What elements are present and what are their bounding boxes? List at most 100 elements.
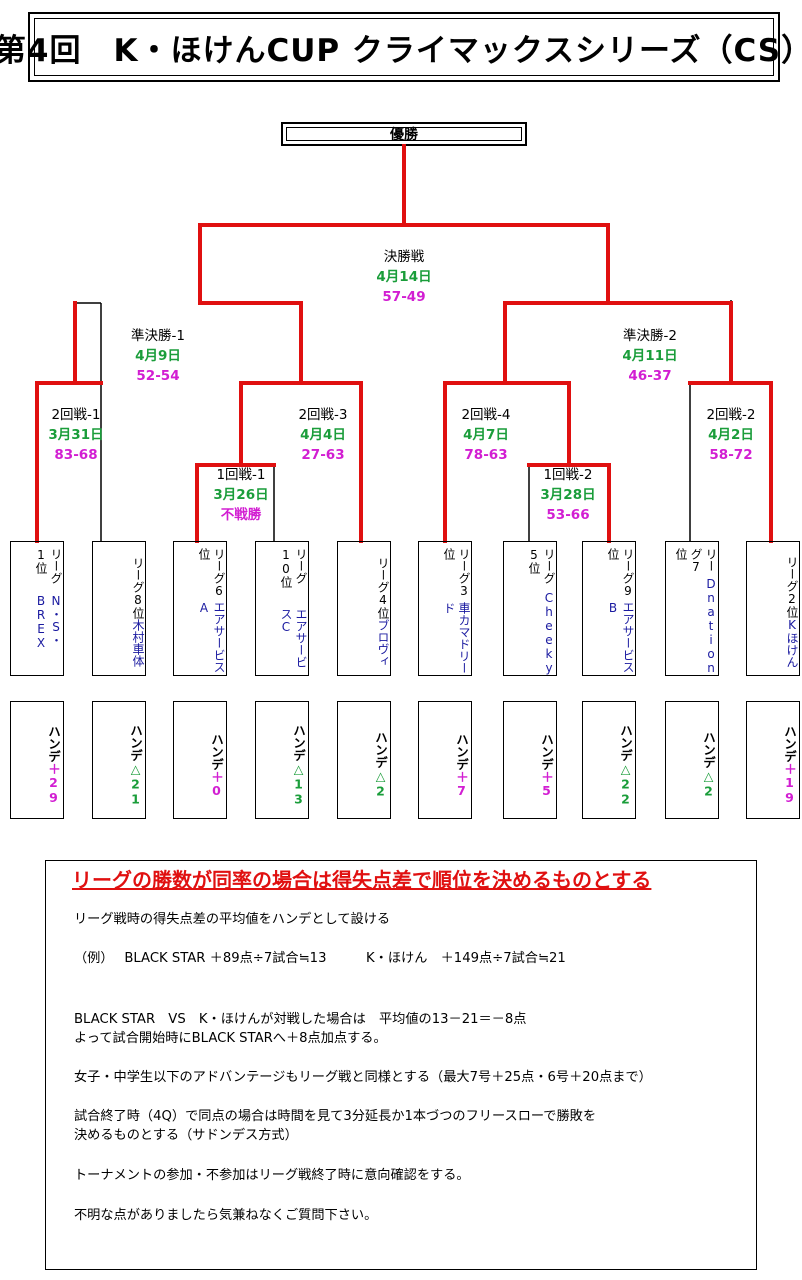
handicap-value: ハンデ＋19: [782, 725, 797, 805]
match-name: 1回戦-2: [543, 467, 593, 483]
match-date: 4月9日: [135, 348, 181, 364]
match-name: 準決勝-2: [623, 328, 677, 344]
match-score: 57-49: [382, 289, 426, 305]
match-round2-2: 2回戦-2 4月2日 58-72: [681, 405, 781, 465]
handicap-value: ハンデ＋0: [209, 732, 224, 798]
winner-line: [198, 144, 406, 543]
team-rank: リーグ4位: [376, 556, 390, 619]
match-score: 78-63: [464, 447, 508, 463]
match-name: 2回戦-4: [461, 407, 511, 423]
title-frame: 第4回 K・ほけんCUP クライマックスシリーズ（CS）: [0, 12, 802, 82]
team-rank: リーグ7位: [674, 548, 718, 574]
match-date: 4月4日: [300, 427, 346, 443]
team-rank: リーグ8位: [131, 556, 145, 619]
rules-heading: リーグの勝数が同率の場合は得失点差で順位を決めるものとする: [72, 868, 652, 892]
match-date: 4月14日: [376, 269, 432, 285]
team-box: リーグ8位 木村車体: [92, 541, 146, 676]
handicap-box: ハンデ△2: [665, 701, 719, 819]
handicap-value: ハンデ△2: [373, 731, 388, 799]
team-box: リーグ3位 車カマドリード: [418, 541, 472, 676]
match-round2-4: 2回戦-4 4月7日 78-63: [436, 405, 536, 465]
handicap-box: ハンデ＋5: [503, 701, 557, 819]
match-name: 2回戦-3: [298, 407, 348, 423]
rules-line: 女子・中学生以下のアドバンテージもリーグ戦と同様とする（最大7号＋25点・6号＋…: [74, 1070, 652, 1085]
handicap-value: ハンデ△2: [701, 731, 716, 799]
match-name: 1回戦-1: [216, 467, 266, 483]
winner-line: [402, 223, 610, 543]
team-name: 木村車体: [131, 618, 145, 667]
match-round1-2: 1回戦-2 3月28日 53-66: [518, 465, 618, 525]
handicap-box: ハンデ△2: [337, 701, 391, 819]
match-score: 52-54: [136, 368, 180, 384]
handicap-value: ハンデ＋5: [539, 732, 554, 798]
match-date: 3月26日: [213, 487, 269, 503]
match-semi-2: 準決勝-2 4月11日 46-37: [600, 326, 700, 386]
team-name: ブロヴィ: [376, 618, 390, 667]
team-name: エアサービスB: [606, 601, 635, 674]
match-semi-1: 準決勝-1 4月9日 52-54: [108, 326, 208, 386]
match-name: 2回戦-1: [51, 407, 101, 423]
match-date: 4月2日: [708, 427, 754, 443]
handicap-value: ハンデ△21: [128, 723, 143, 807]
match-score: 53-66: [546, 507, 590, 523]
match-score: 46-37: [628, 368, 672, 384]
match-score: 27-63: [301, 447, 345, 463]
handicap-box: ハンデ＋19: [746, 701, 800, 819]
match-date: 3月28日: [540, 487, 596, 503]
handicap-value: ハンデ△13: [291, 723, 306, 807]
team-rank: リーグ3位: [442, 548, 471, 598]
team-name: Kほけん: [785, 617, 799, 668]
team-name: エアサービスA: [197, 601, 226, 674]
team-rank: リーグ5位: [527, 548, 556, 584]
handicap-box: ハンデ＋0: [173, 701, 227, 819]
match-score: 58-72: [709, 447, 753, 463]
match-round1-1: 1回戦-1 3月26日 不戦勝: [191, 465, 291, 525]
match-name: 決勝戦: [383, 249, 425, 265]
winner-line: [35, 301, 77, 543]
handicap-box: ハンデ＋7: [418, 701, 472, 819]
rules-line: トーナメントの参加・不参加はリーグ戦終了時に意向確認をする。: [74, 1168, 470, 1183]
handicap-value: ハンデ△22: [618, 723, 633, 807]
handicap-value: ハンデ＋7: [454, 732, 469, 798]
team-name: 車カマドリード: [442, 601, 471, 674]
winner-line: [729, 301, 773, 543]
team-rank: リーグ6位: [197, 548, 226, 598]
team-box: リーグ6位 エアサービスA: [173, 541, 227, 676]
team-name: Cheeky: [542, 591, 556, 675]
match-date: 4月11日: [622, 348, 678, 364]
team-box: リーグ4位 ブロヴィ: [337, 541, 391, 676]
team-name: Dnation: [704, 577, 718, 675]
match-final: 決勝戦 4月14日 57-49: [354, 247, 454, 307]
champion-label: 優勝: [286, 127, 522, 143]
handicap-value: ハンデ＋29: [46, 725, 61, 805]
rules-line: リーグ戦時の得失点差の平均値をハンデとして設ける: [74, 912, 391, 927]
rules-line: BLACK STAR VS K・ほけんが対戦した場合は 平均値の13－21＝－8…: [74, 1012, 527, 1027]
team-box: リーグ1位 N・S・BREX: [10, 541, 64, 676]
team-box: リーグ10位 エアサービスC: [255, 541, 309, 676]
rules-line: 試合終了時（4Q）で同点の場合は時間を見て3分延長か1本づつのフリースローで勝敗…: [74, 1109, 597, 1124]
rules-line: 不明な点がありましたら気兼ねなくご質問下さい。: [74, 1208, 378, 1223]
team-box: リーグ5位 Cheeky: [503, 541, 557, 676]
rules-line: 決めるものとする（サドンデス方式）: [74, 1128, 298, 1143]
team-box: リーグ9位 エアサービスB: [582, 541, 636, 676]
match-score: 83-68: [54, 447, 98, 463]
rules-line: よって試合開始時にBLACK STARへ＋8点加点する。: [74, 1031, 387, 1046]
tournament-bracket: [35, 144, 773, 543]
handicap-box: ハンデ△13: [255, 701, 309, 819]
team-rank: リーグ2位: [785, 555, 799, 618]
handicap-box: ハンデ△21: [92, 701, 146, 819]
handicap-box: ハンデ＋29: [10, 701, 64, 819]
match-score: 不戦勝: [220, 507, 262, 523]
handicap-box: ハンデ△22: [582, 701, 636, 819]
match-name: 準決勝-1: [131, 328, 185, 344]
team-name: N・S・BREX: [34, 594, 63, 651]
match-date: 3月31日: [48, 427, 104, 443]
match-name: 2回戦-2: [706, 407, 756, 423]
rules-line: （例） BLACK STAR ＋89点÷7試合≒13 K・ほけん ＋149点÷7…: [74, 951, 566, 966]
team-name: エアサービスC: [279, 607, 308, 668]
match-date: 4月7日: [463, 427, 509, 443]
team-rank: リーグ10位: [279, 548, 308, 588]
team-box: リーグ7位 Dnation: [665, 541, 719, 676]
team-rank: リーグ1位: [34, 548, 63, 584]
rules-box: リーグの勝数が同率の場合は得失点差で順位を決めるものとする リーグ戦時の得失点差…: [45, 860, 757, 1270]
